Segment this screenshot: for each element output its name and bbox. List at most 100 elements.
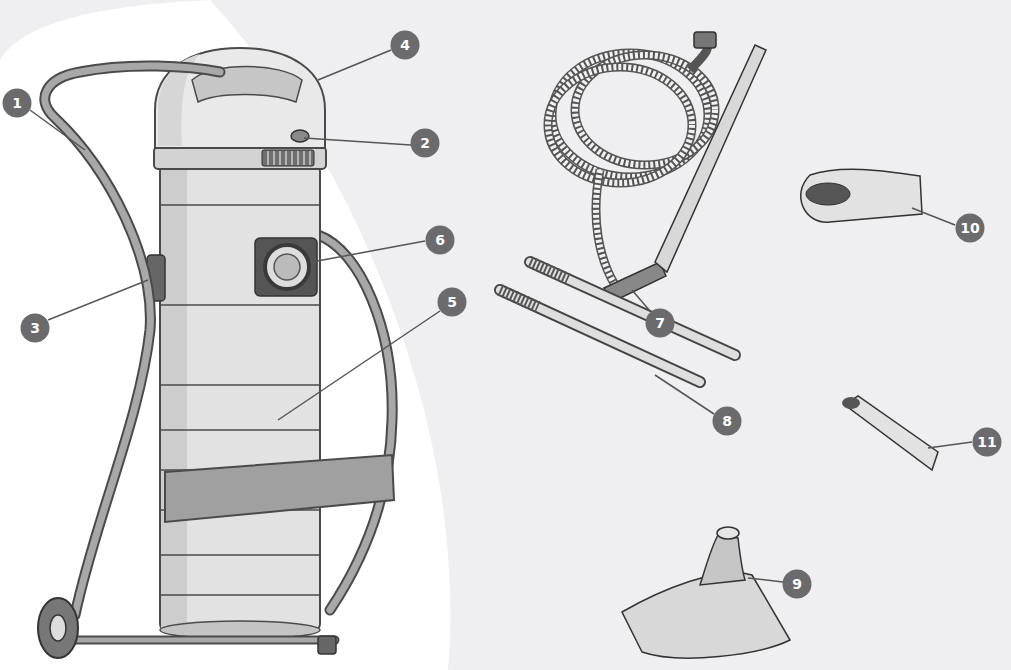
callout-number: 4 [390,30,420,60]
wand-outline [530,262,735,355]
callout-number: 10 [955,213,985,243]
callout-disc [426,226,455,255]
callout-circle: 2 [410,128,440,158]
floor-tool [622,527,790,658]
hose-grip [604,45,766,302]
wand-thread [500,290,538,307]
callout-circle: 10 [955,213,985,243]
wands [500,262,735,382]
tank-body [160,165,320,630]
frame-right [318,235,392,610]
tool-body [801,169,922,222]
callout-disc [391,31,420,60]
frame-strap [165,455,394,522]
leader-lines [30,50,972,582]
handle-tube [45,66,220,615]
leader-line [318,50,391,80]
wand-tube [500,290,700,382]
leader-line [928,442,972,448]
callout-disc [783,570,812,599]
callout-circle: 3 [20,313,50,343]
upholstery-tool [801,169,922,222]
tank [160,165,320,639]
inlet-plate [255,238,317,296]
knob-ribs [268,151,310,165]
wand-outline [500,290,700,382]
inlet-hole [274,254,300,280]
tool-mouth [842,397,860,409]
callout-circle: 7 [645,308,675,338]
callout-disc [973,428,1002,457]
leader-line [278,311,440,420]
handle-outline [45,66,220,615]
wheel-hub [50,615,66,641]
tool-body [845,396,938,470]
callout-circle: 1 [2,88,32,118]
tank-rib [160,594,320,596]
background-blob [0,0,450,670]
wheel [38,598,78,658]
callout-disc [3,89,32,118]
callout-circle: 9 [782,569,812,599]
tool-head [622,573,790,658]
callout-circle: 5 [437,287,467,317]
callout-number: 8 [712,406,742,436]
callout-number: 7 [645,308,675,338]
callout-number: 6 [425,225,455,255]
wand-thread [530,262,568,279]
callout-circle: 6 [425,225,455,255]
hose-coil [548,67,692,183]
switch-button [291,130,309,142]
head-ring [154,147,326,169]
ribbed-knob [262,150,314,166]
leader-line [48,280,148,320]
base-outline [70,636,335,645]
leader-line [655,375,714,414]
hose-tail [596,170,615,285]
hose-tail [596,170,615,285]
tank-band [160,384,320,386]
callout-disc [713,407,742,436]
leader-line [632,290,650,311]
callout-number: 2 [410,128,440,158]
frame-tube-outline [318,235,392,610]
hose [548,32,716,285]
callout-number: 11 [972,427,1002,457]
callout-circle: 4 [390,30,420,60]
callout-number: 5 [437,287,467,317]
callout-number: 3 [20,313,50,343]
tank-band [160,204,320,206]
leader-line [30,110,85,150]
caster [318,636,336,654]
callout-disc [411,129,440,158]
tank-rib [160,429,320,431]
leader-line [748,578,783,582]
callout-disc [646,309,675,338]
callout-disc [21,314,50,343]
leader-line [304,138,411,145]
tool-mouth [806,183,850,205]
frame-tube [318,235,392,610]
callout-circle: 8 [712,406,742,436]
frame-left [38,66,394,658]
crevice-tool [842,396,938,470]
callout-number: 9 [782,569,812,599]
leader-line [312,241,425,262]
tank-band [160,304,320,306]
tool-socket [717,527,739,539]
leader-line [912,208,955,225]
inlet [255,238,317,296]
hose-coil [548,67,692,183]
wand-tube [530,262,735,355]
grip-tube [655,45,766,272]
hose-cuff [694,32,716,48]
callout-number: 1 [2,88,32,118]
callout-circle: 11 [972,427,1002,457]
callout-disc [956,214,985,243]
inlet-ring [265,245,309,289]
